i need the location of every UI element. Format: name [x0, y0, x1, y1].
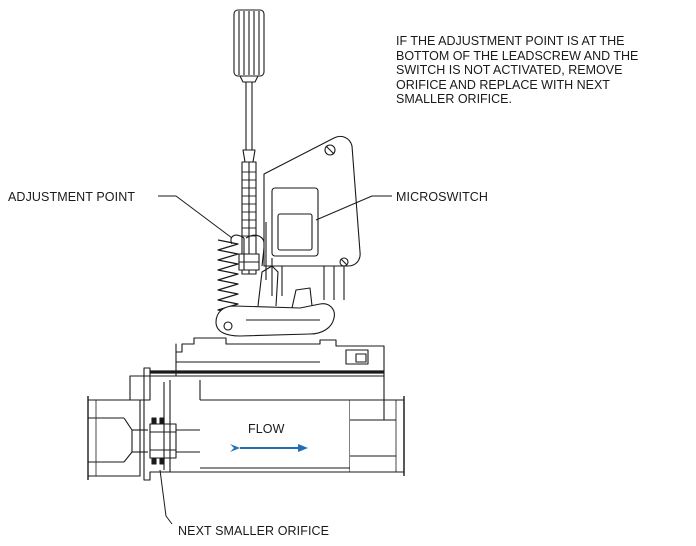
leadscrew	[230, 161, 265, 275]
valve-body	[129, 367, 385, 481]
orifice	[149, 417, 200, 465]
note-line: SWITCH IS NOT ACTIVATED, REMOVE	[396, 63, 623, 77]
flow-arrow	[230, 444, 308, 452]
microswitch-leader	[315, 195, 392, 221]
microswitch-bracket	[263, 135, 361, 300]
note-line: BOTTOM OF THE LEADSCREW AND THE	[396, 48, 639, 63]
microswitch-label: MICROSWITCH	[396, 190, 489, 204]
orifice-leader	[159, 469, 173, 525]
outlet-pipe	[350, 396, 405, 476]
note-line: ORIFICE AND REPLACE WITH NEXT	[396, 77, 610, 92]
adjustment-point-label: ADJUSTMENT POINT	[8, 190, 136, 204]
inlet-pipe	[87, 396, 148, 480]
upper-housing	[150, 337, 385, 377]
screwdriver	[233, 9, 265, 163]
flow-label: FLOW	[248, 422, 285, 436]
adjustment-point-leader	[158, 195, 233, 239]
note-line: SMALLER ORIFICE.	[396, 92, 512, 106]
leader-lines	[158, 195, 392, 525]
next-smaller-orifice-label: NEXT SMALLER ORIFICE	[178, 524, 330, 538]
lever-arm	[215, 265, 335, 337]
instruction-note: IF THE ADJUSTMENT POINT IS AT THE BOTTOM…	[396, 34, 692, 107]
note-line: IF THE ADJUSTMENT POINT IS AT THE	[396, 34, 625, 48]
